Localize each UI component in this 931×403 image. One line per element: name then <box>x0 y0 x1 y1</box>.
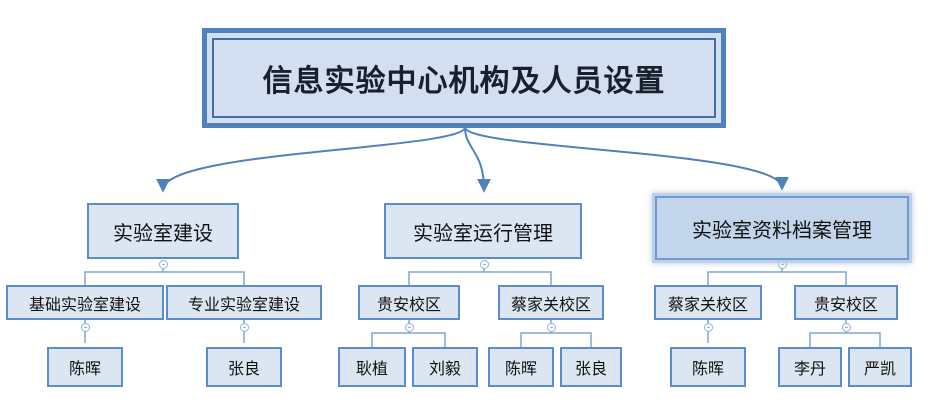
sub-branch-node[interactable]: 蔡家关校区 <box>654 285 762 320</box>
branch-node[interactable]: 实验室运行管理 <box>384 203 582 259</box>
connector-root-branch-1 <box>156 126 466 193</box>
member-node[interactable]: 张良 <box>206 347 282 387</box>
collapse-toggle-icon[interactable] <box>704 323 713 332</box>
collapse-toggle-icon[interactable] <box>240 323 249 332</box>
connector-root-branch-3 <box>464 126 789 191</box>
branch-node-selected[interactable]: 实验室资料档案管理 <box>655 196 909 260</box>
connector-root-branch-2 <box>464 126 491 193</box>
connector-b2-c2-members <box>520 320 592 347</box>
member-node[interactable]: 陈晖 <box>488 347 554 387</box>
sub-branch-node[interactable]: 蔡家关校区 <box>498 285 604 320</box>
collapse-toggle-icon[interactable] <box>778 260 787 269</box>
member-node[interactable]: 李丹 <box>778 347 842 387</box>
root-node-title[interactable]: 信息实验中心机构及人员设置 <box>202 28 726 128</box>
member-node[interactable]: 耿植 <box>338 347 406 387</box>
member-node[interactable]: 陈晖 <box>670 347 746 387</box>
sub-branch-node[interactable]: 贵安校区 <box>358 285 460 320</box>
sub-branch-node[interactable]: 专业实验室建设 <box>166 285 322 320</box>
member-node[interactable]: 刘毅 <box>412 347 478 387</box>
collapse-toggle-icon[interactable] <box>480 260 489 269</box>
sub-branch-node[interactable]: 贵安校区 <box>794 285 898 320</box>
collapse-toggle-icon[interactable] <box>405 323 414 332</box>
member-node[interactable]: 张良 <box>560 347 622 387</box>
connector-branch-3-children <box>707 262 847 285</box>
member-node[interactable]: 陈晖 <box>47 347 123 387</box>
member-node[interactable]: 严凯 <box>848 347 912 387</box>
sub-branch-node[interactable]: 基础实验室建设 <box>6 285 164 320</box>
collapse-toggle-icon[interactable] <box>81 323 90 332</box>
collapse-toggle-icon[interactable] <box>159 260 168 269</box>
collapse-toggle-icon[interactable] <box>547 323 556 332</box>
branch-node[interactable]: 实验室建设 <box>87 203 239 259</box>
collapse-toggle-icon[interactable] <box>842 323 851 332</box>
